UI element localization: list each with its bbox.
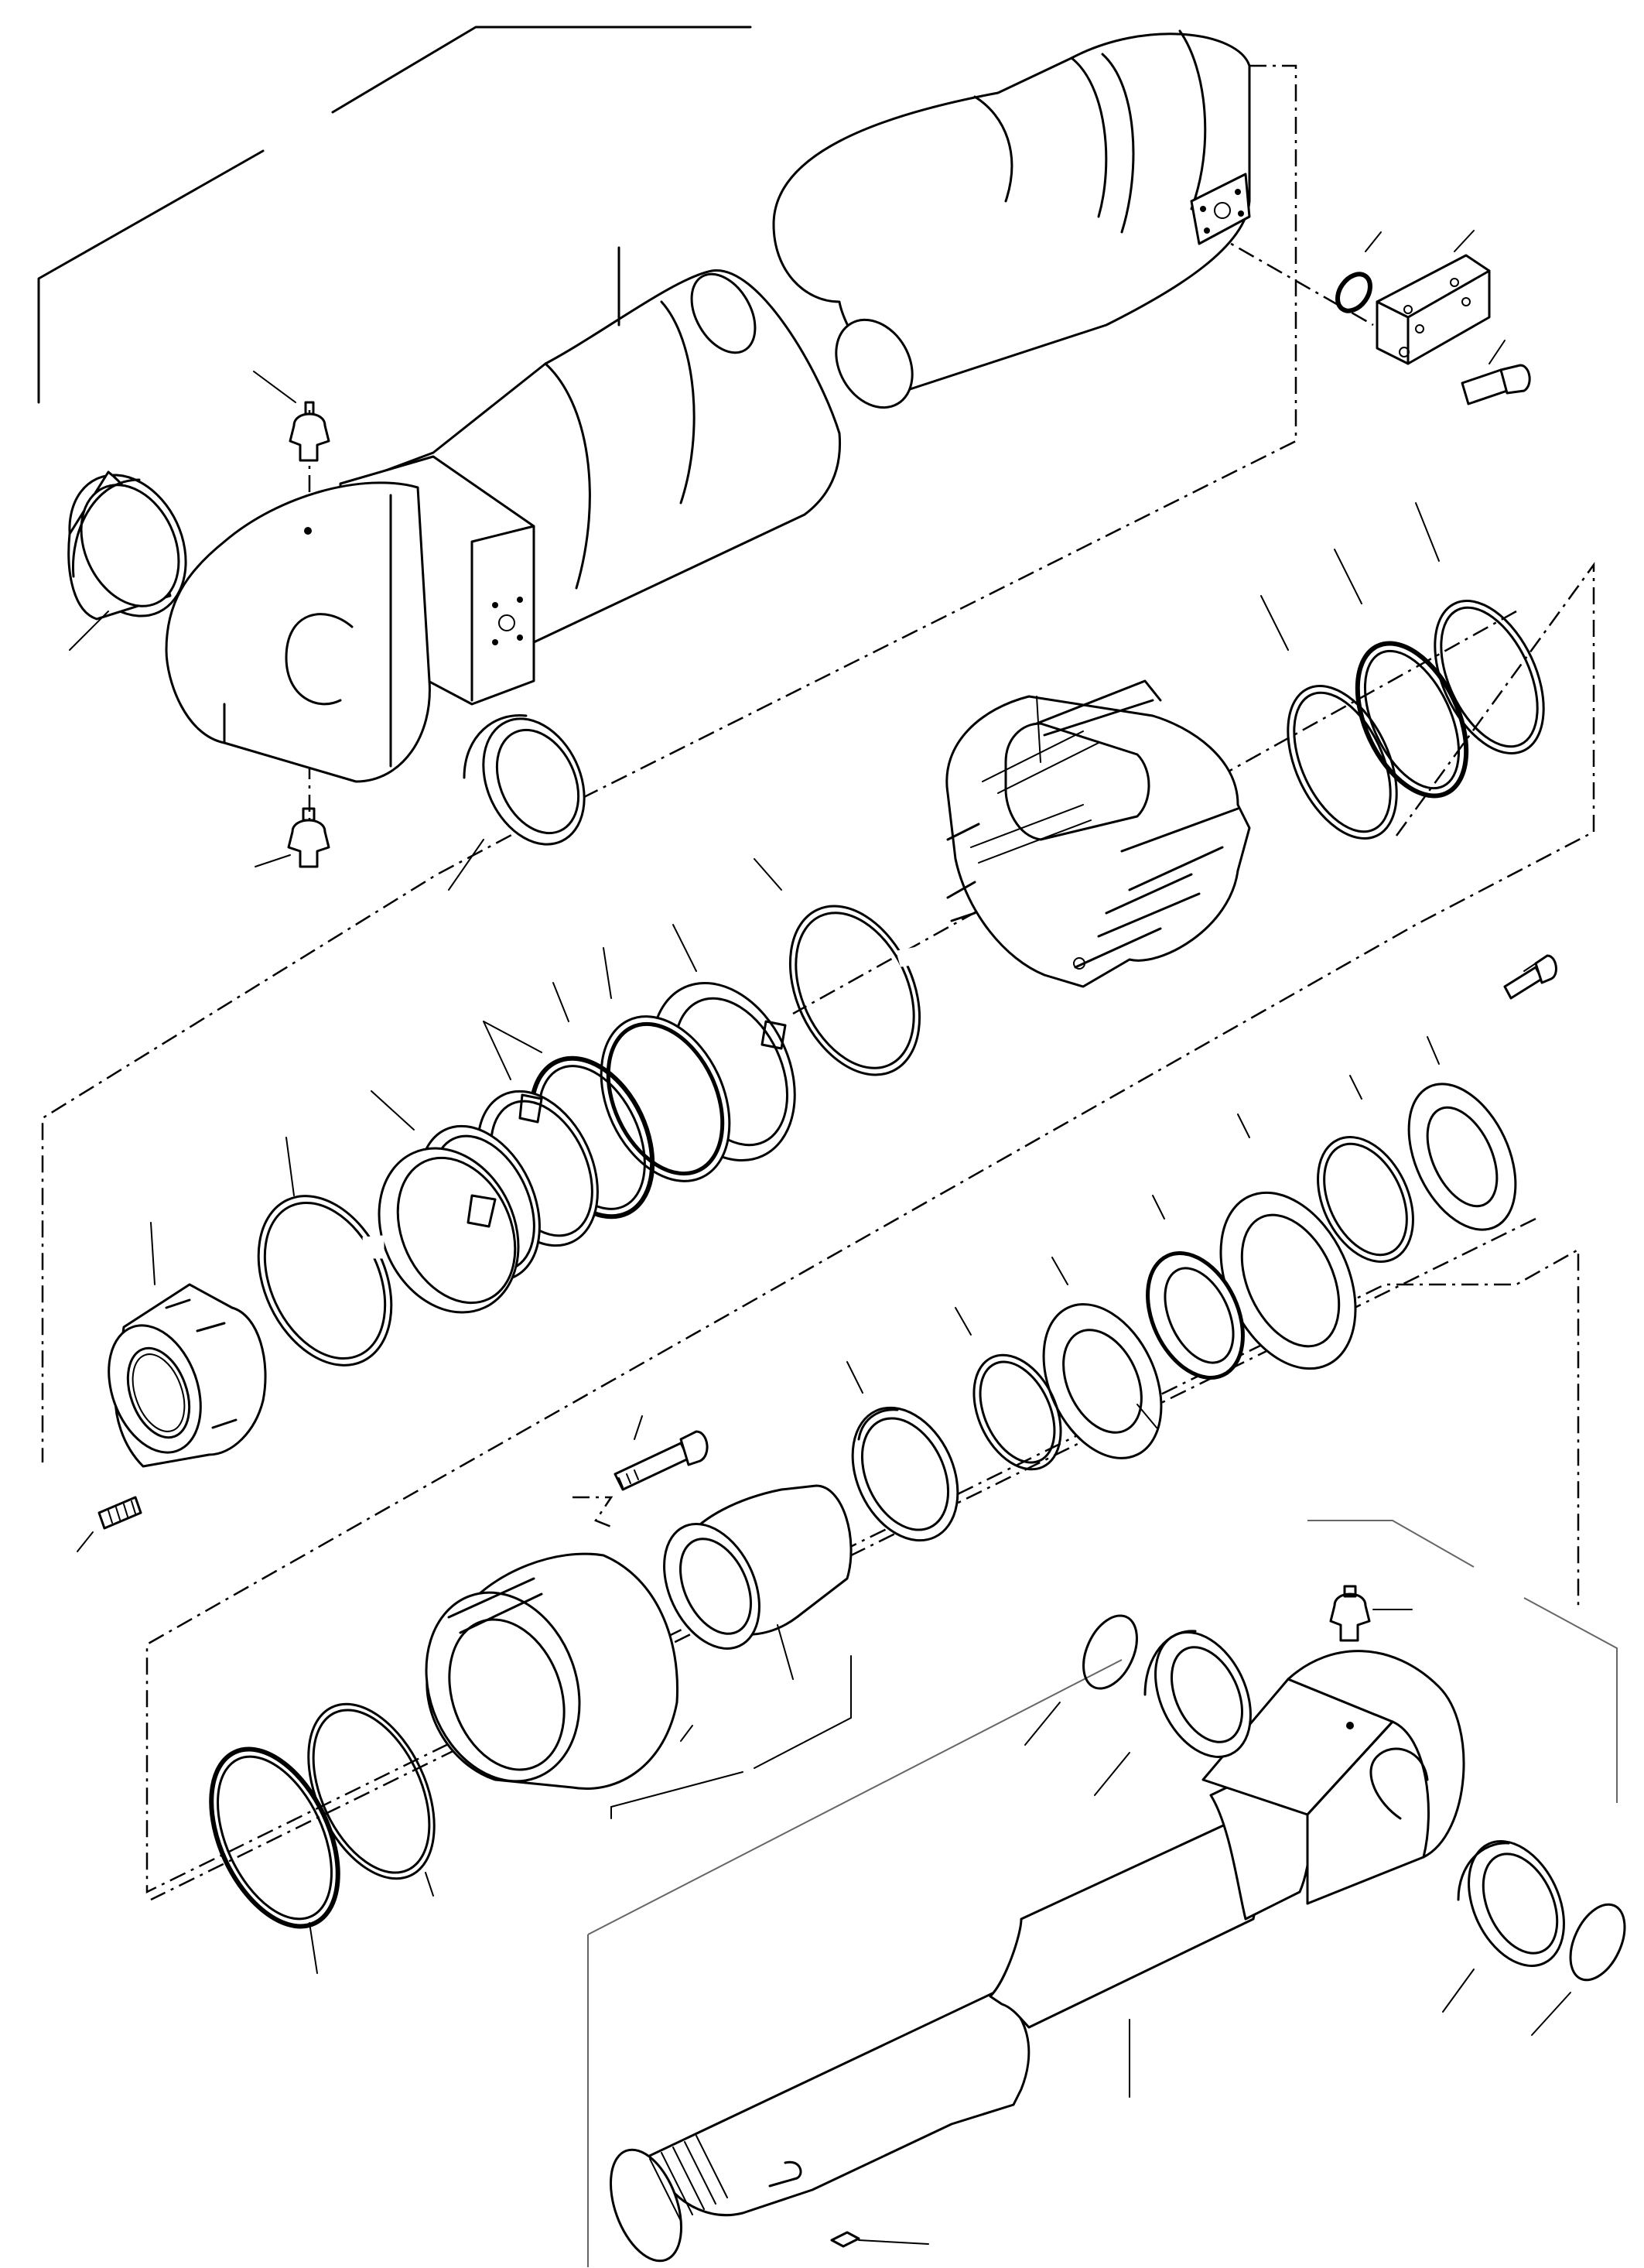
leader-lines [69,230,1571,2245]
cylinder-head-bushing-icon [663,1484,853,1650]
bolt-icon [1503,954,1557,1000]
bushing-icon [463,713,586,846]
split-ring-icon [788,905,921,1076]
flange-ring-icon [1042,1303,1163,1459]
grease-nipple-icon [1329,1585,1371,1642]
piston-icon [945,679,1251,988]
o-ring-icon [1335,272,1372,313]
assembly-boundaries [41,64,1595,1894]
rod-bushing-icon [851,1406,959,1542]
piston-nut-icon [108,1283,267,1468]
split-ring-icon [257,1195,393,1367]
seal-ring-icon [1434,600,1545,754]
bolt-icon [1461,364,1531,405]
flange-ring-icon [1219,1191,1357,1370]
seal-ring-icon [600,1015,731,1182]
frame-lines [37,26,1618,2267]
bushing-icon [1457,1840,1565,1967]
cylinder-head-icon [425,1552,679,1790]
flange-plate-icon [1376,254,1491,365]
set-screw-icon [97,1496,142,1530]
bushing-icon [1143,1630,1252,1758]
grease-nipple-icon [287,807,330,868]
cylinder-barrel [165,29,1251,783]
seal-ring-icon [1287,685,1398,840]
flange-ring-icon [1407,1083,1517,1231]
split-ring-icon [378,1147,520,1314]
wiper-seal-icon [1146,1251,1245,1380]
key-icon [830,2231,860,2248]
seal-ring-icon [1355,641,1469,799]
seal-ring-icon [972,1353,1062,1471]
seal-ring-icon [209,1746,340,1929]
bolt-icon [614,1430,709,1491]
piston-rod-icon [609,1650,1465,2263]
bushing-icon [67,470,187,621]
seal-ring-icon [1317,1136,1414,1263]
snap-ring-icon [1082,1614,1626,1982]
grease-nipple-icon [289,401,330,462]
